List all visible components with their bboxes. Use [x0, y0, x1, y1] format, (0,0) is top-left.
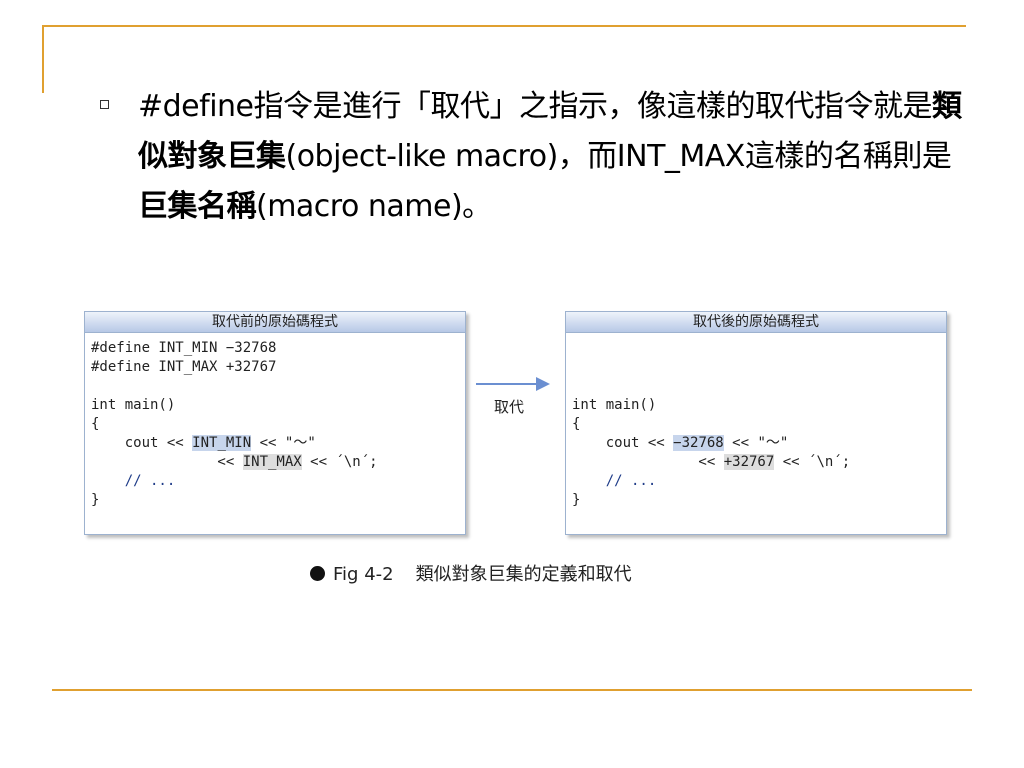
highlighted-value-max: +32767 — [723, 454, 775, 470]
code-segment: << "～" — [251, 435, 316, 451]
bottom-rule — [52, 689, 972, 691]
code-line-blank — [91, 377, 465, 396]
code-line: { — [572, 416, 581, 432]
code-line-blank — [572, 358, 946, 377]
panel-title-before: 取代前的原始碼程式 — [85, 312, 465, 333]
code-panel-before: 取代前的原始碼程式 #define INT_MIN −32768#define … — [84, 311, 466, 535]
code-segment: cout << — [91, 435, 193, 451]
code-after: int main() { cout << −32768 << "～" << +32… — [566, 333, 946, 510]
code-line: int main() — [91, 397, 176, 413]
left-rule — [42, 25, 44, 93]
panel-title-after: 取代後的原始碼程式 — [566, 312, 946, 333]
code-line-blank — [572, 339, 946, 358]
highlighted-value-min: −32768 — [673, 435, 724, 451]
bullet-bold-term-macro-name: 巨集名稱 — [138, 189, 257, 224]
code-line: } — [572, 492, 581, 508]
bullet-text-part2: (object-like macro)，而INT_MAX這樣的名稱則是 — [285, 139, 952, 174]
bullet-text-part1: #define指令是進行「取代」之指示，像這樣的取代指令就是 — [138, 89, 933, 124]
code-segment: << ´\n´; — [774, 454, 851, 470]
code-line: { — [91, 416, 100, 432]
code-line: << INT_MAX << ´\n´; — [91, 453, 465, 472]
code-line: } — [91, 492, 100, 508]
bullet-bold-term-object-like-macro: 類似對象巨集 — [138, 89, 962, 174]
arrow-label: 取代 — [494, 398, 525, 416]
caption-text: 類似對象巨集的定義和取代 — [415, 564, 632, 585]
bullet-dot-icon — [310, 566, 325, 581]
top-rule — [42, 25, 966, 27]
code-comment: // ... — [572, 473, 657, 489]
code-line-blank — [572, 377, 946, 396]
code-before: #define INT_MIN −32768 #define INT_MAX +3… — [85, 333, 465, 510]
code-line: #define INT_MIN −32768 — [91, 340, 277, 356]
code-line: #define INT_MAX +32767 — [91, 359, 277, 375]
code-line: << +32767 << ´\n´; — [572, 453, 946, 472]
code-segment: << "～" — [723, 435, 789, 451]
code-segment: << — [91, 454, 243, 470]
figure-caption: Fig 4-2 類似對象巨集的定義和取代 — [310, 560, 632, 586]
bullet-text-part3: (macro name)。 — [256, 189, 492, 224]
code-segment: << — [572, 454, 724, 470]
replace-arrow-icon — [476, 377, 550, 391]
code-segment: << ´\n´; — [301, 454, 378, 470]
code-line: int main() — [572, 397, 657, 413]
code-segment: cout << — [572, 435, 674, 451]
bullet-text: #define指令是進行「取代」之指示，像這樣的取代指令就是類似對象巨集(obj… — [138, 82, 978, 232]
highlighted-macro-int-max: INT_MAX — [242, 454, 302, 470]
square-bullet-icon — [100, 100, 109, 109]
code-panel-after: 取代後的原始碼程式 int main() { cout << −32768 << … — [565, 311, 947, 535]
highlighted-macro-int-min: INT_MIN — [192, 435, 252, 451]
code-comment: // ... — [91, 473, 176, 489]
code-line: cout << INT_MIN << "～" — [91, 434, 465, 453]
code-line: cout << −32768 << "～" — [572, 434, 946, 453]
figure-number: Fig 4-2 — [333, 564, 394, 585]
